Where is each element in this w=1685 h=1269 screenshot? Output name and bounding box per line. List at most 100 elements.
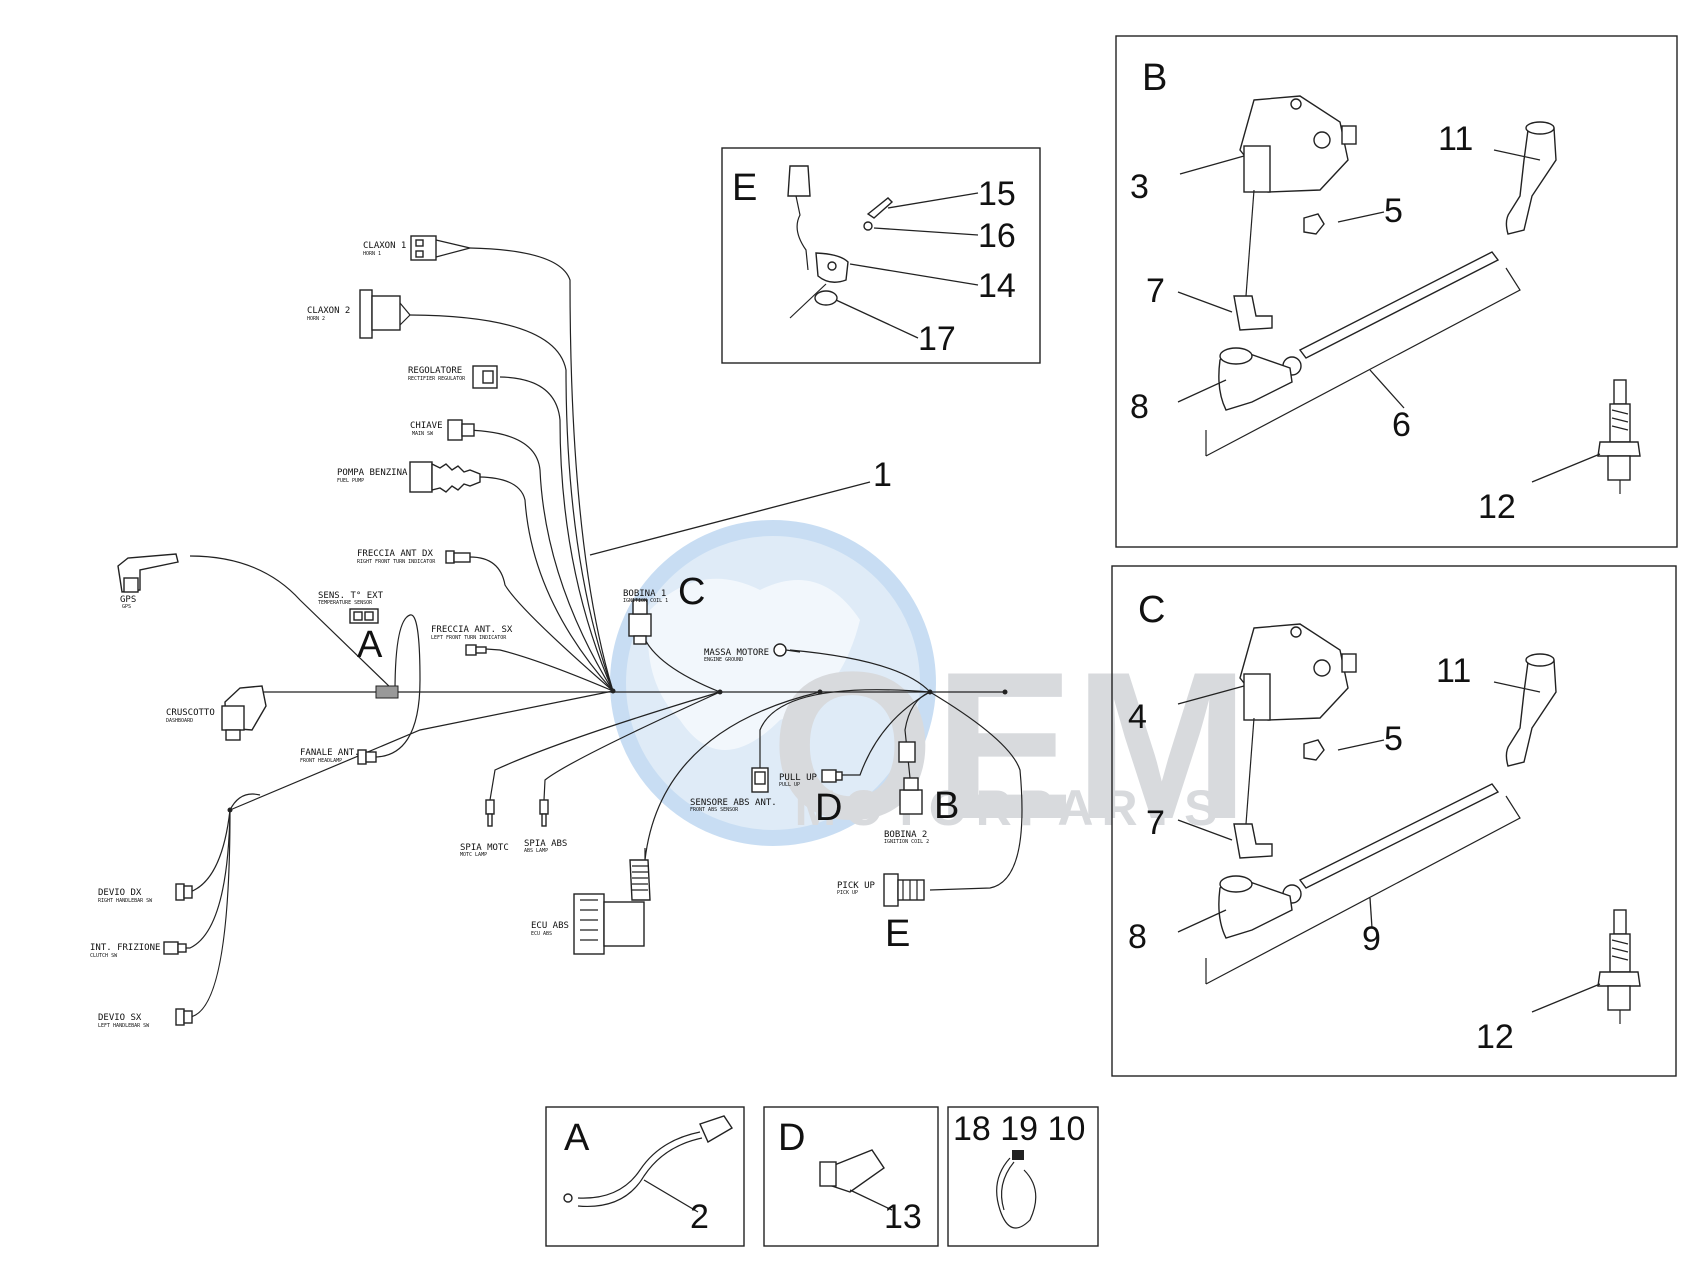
devio-sx-connector xyxy=(175,1008,193,1026)
inset-B-title: B xyxy=(1142,57,1167,99)
inset-C-callout-8: 8 xyxy=(1128,918,1147,956)
sublabel-pompa-benzina: FUEL PUMP xyxy=(337,478,364,484)
sublabel-sens-t-ext: TEMPERATURE SENSOR xyxy=(318,600,373,606)
label-ecu-abs: ECU ABS xyxy=(531,921,569,931)
inset-E-callout-16: 16 xyxy=(978,217,1016,255)
inset-E-callout-14: 14 xyxy=(978,267,1016,305)
inset-B-callout-3: 3 xyxy=(1130,168,1149,206)
label-pompa-benzina: POMPA BENZINA xyxy=(337,468,408,478)
sublabel-regolatore: RECTIFIER REGULATOR xyxy=(408,376,466,382)
inset-C-callout-9: 9 xyxy=(1362,920,1381,958)
sublabel-spia-motc: MOTC LAMP xyxy=(460,852,487,858)
label-claxon-1: CLAXON 1 xyxy=(363,241,406,251)
inset-misc: 18 19 10 xyxy=(947,1106,1099,1247)
sublabel-massa-motore: ENGINE GROUND xyxy=(704,657,743,663)
spia-abs-connector xyxy=(539,799,549,827)
gps-connector xyxy=(117,553,179,593)
fanale-ant-connector xyxy=(357,749,377,765)
label-cruscotto: CRUSCOTTO xyxy=(166,708,215,718)
int-frizione-connector xyxy=(163,941,187,955)
label-sens-t-ext: SENS. T° EXT xyxy=(318,591,384,601)
sublabel-bobina-2: IGNITION COIL 2 xyxy=(884,839,929,845)
inset-C-callout-5: 5 xyxy=(1384,720,1403,758)
sublabel-bobina-1: IGNITION COIL 1 xyxy=(623,598,668,604)
sublabel-claxon-1: HORN 1 xyxy=(363,251,381,257)
inset-B: B 3 7 xyxy=(1115,35,1678,548)
inset-A: A 2 xyxy=(545,1106,745,1247)
inset-misc-callouts: 18 19 10 xyxy=(953,1110,1085,1148)
inset-C-title: C xyxy=(1138,589,1165,631)
label-spia-abs: SPIA ABS xyxy=(524,839,567,849)
inset-D-title: D xyxy=(778,1117,805,1159)
sublabel-freccia-ant-dx: RIGHT FRONT TURN INDICATOR xyxy=(357,559,436,565)
inset-B-callout-6: 6 xyxy=(1392,406,1411,444)
sens-t-ext-connector xyxy=(349,608,379,624)
sublabel-chiave: MAIN SW xyxy=(412,431,434,437)
inset-E-callout-15: 15 xyxy=(978,175,1016,213)
cruscotto-connector xyxy=(221,685,267,741)
inset-C-callout-12: 12 xyxy=(1476,1018,1514,1056)
label-freccia-ant-dx: FRECCIA ANT DX xyxy=(357,549,433,559)
inset-D: D 13 xyxy=(763,1106,939,1247)
sublabel-pick-up: PICK UP xyxy=(837,890,858,896)
sublabel-fanale-ant: FRONT HEADLAMP xyxy=(300,758,342,764)
inset-C: C 4 7 5 8 9 11 12 xyxy=(1111,565,1677,1077)
chiave-connector xyxy=(447,419,475,441)
sublabel-devio-sx: LEFT HANDLEBAR SW xyxy=(98,1023,150,1029)
inset-E-title: E xyxy=(732,167,757,209)
claxon-1-connector xyxy=(410,235,471,261)
callout-1: 1 xyxy=(873,456,892,494)
sublabel-spia-abs: ABS LAMP xyxy=(524,848,548,854)
inset-C-callout-11: 11 xyxy=(1436,652,1471,690)
freccia-ant-dx-connector xyxy=(445,550,471,564)
watermark-logo: OEM xyxy=(771,628,1249,863)
inset-A-title: A xyxy=(564,1117,590,1159)
callout-C: C xyxy=(678,571,705,613)
label-gps: GPS xyxy=(120,595,136,605)
label-freccia-ant-sx: FRECCIA ANT. SX xyxy=(431,625,513,635)
watermark-subtitle: MOTORPARTS xyxy=(795,780,1226,836)
callout-D: D xyxy=(815,787,842,829)
regolatore-connector xyxy=(472,365,498,389)
sublabel-claxon-2: HORN 2 xyxy=(307,316,325,322)
pick-up-connector xyxy=(883,873,925,907)
massa-motore-connector xyxy=(773,643,801,657)
label-sensore-abs-ant: SENSORE ABS ANT. xyxy=(690,798,777,808)
sublabel-cruscotto: DASHBOARD xyxy=(166,718,193,724)
label-claxon-2: CLAXON 2 xyxy=(307,306,350,316)
inset-C-callout-7: 7 xyxy=(1146,804,1165,842)
main-harness xyxy=(180,247,1023,1018)
inset-C-callout-4: 4 xyxy=(1128,698,1147,736)
label-fanale-ant: FANALE ANT. xyxy=(300,748,360,758)
sublabel-gps: GPS xyxy=(122,604,131,610)
bobina-1-connector xyxy=(628,599,652,645)
callout-E: E xyxy=(885,913,910,955)
inset-A-callout-2: 2 xyxy=(690,1198,709,1236)
sublabel-pull-up: PULL UP xyxy=(779,782,800,788)
inset-E: E 15 16 14 17 xyxy=(721,147,1041,364)
label-int-frizione: INT. FRIZIONE xyxy=(90,943,160,953)
inset-B-callout-12: 12 xyxy=(1478,488,1516,526)
harness-labels: CLAXON 1 HORN 1 CLAXON 2 HORN 2 REGOLATO… xyxy=(90,241,929,1029)
label-pull-up: PULL UP xyxy=(779,773,818,783)
label-devio-dx: DEVIO DX xyxy=(98,888,142,898)
freccia-ant-sx-connector xyxy=(465,644,487,656)
sublabel-ecu-abs: ECU ABS xyxy=(531,931,552,937)
inset-B-callout-8: 8 xyxy=(1130,388,1149,426)
label-pick-up: PICK UP xyxy=(837,881,876,891)
devio-dx-connector xyxy=(175,883,193,901)
inset-E-callout-17: 17 xyxy=(918,320,956,358)
pompa-benzina-connector xyxy=(409,461,481,493)
callout-B: B xyxy=(934,785,959,827)
label-massa-motore: MASSA MOTORE xyxy=(704,648,769,658)
sublabel-freccia-ant-sx: LEFT FRONT TURN INDICATOR xyxy=(431,635,507,641)
sublabel-int-frizione: CLUTCH SW xyxy=(90,953,118,959)
inset-B-callout-5: 5 xyxy=(1384,192,1403,230)
pull-up-connector xyxy=(821,769,843,783)
label-bobina-2: BOBINA 2 xyxy=(884,830,927,840)
inset-B-callout-11: 11 xyxy=(1438,120,1473,158)
label-regolatore: REGOLATORE xyxy=(408,366,462,376)
sensore-abs-ant-connector xyxy=(751,767,769,793)
claxon-2-connector xyxy=(359,289,411,339)
